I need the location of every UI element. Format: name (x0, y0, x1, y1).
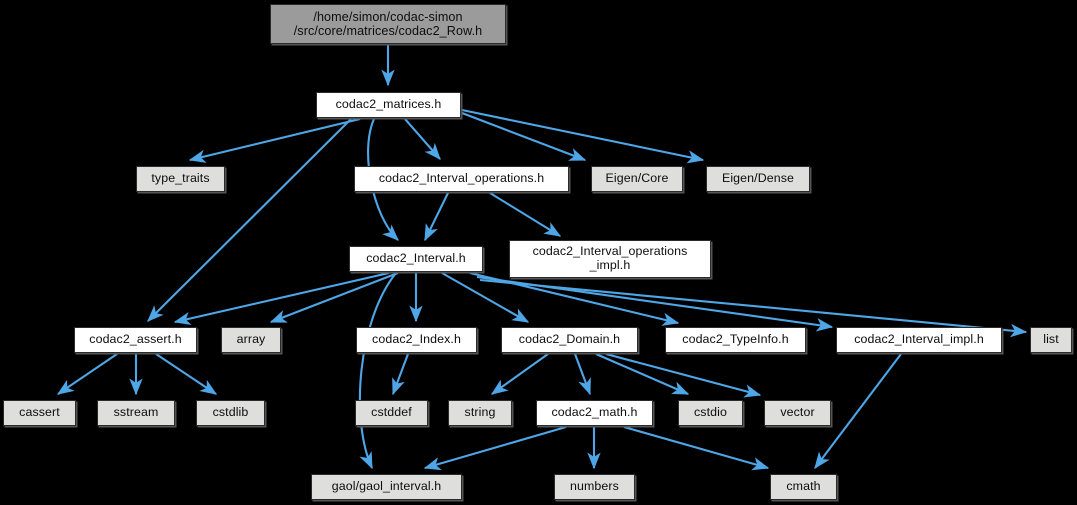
edge-interval-to-domain (441, 272, 530, 323)
node-cstdio[interactable]: cstdio (678, 400, 743, 426)
node-label: cstddef (371, 405, 412, 420)
edge-ivalimpl-to-cmath (814, 353, 902, 470)
node-cstddef[interactable]: cstddef (355, 400, 428, 426)
edge-domain-to-vector (605, 352, 762, 398)
node-label: codac2_Index.h (372, 332, 461, 347)
node-label: Eigen/Dense (721, 171, 795, 186)
edge-interval-to-gaol (358, 272, 397, 470)
node-sstream[interactable]: sstream (97, 400, 175, 426)
edge-paths (56, 45, 1028, 471)
node-label: cstdio (694, 405, 727, 420)
node-label: string (464, 405, 496, 420)
node-label: codac2_math.h (551, 405, 638, 420)
node-label: codac2_Domain.h (518, 332, 621, 347)
edge-ivalops-to-interval (424, 192, 449, 242)
node-cmath[interactable]: cmath (770, 474, 837, 500)
node-label: numbers (570, 479, 619, 494)
node-assert[interactable]: codac2_assert.h (74, 327, 197, 353)
node-eigendense[interactable]: Eigen/Dense (706, 166, 810, 192)
edge-domain-to-math (574, 353, 591, 396)
edge-math-to-cmath (623, 425, 770, 471)
edge-matrices-to-type_traits (188, 117, 361, 163)
node-vector[interactable]: vector (764, 400, 831, 426)
node-math[interactable]: codac2_math.h (536, 400, 653, 426)
node-root[interactable]: /home/simon/codac-simon /src/core/matric… (270, 4, 506, 44)
node-ivalopsimpl[interactable]: codac2_Interval_operations _impl.h (509, 240, 711, 278)
node-label: array (236, 332, 266, 347)
node-label: type_traits (151, 171, 210, 186)
node-label: cmath (786, 479, 821, 494)
node-ivalops[interactable]: codac2_Interval_operations.h (354, 166, 569, 192)
node-numbers[interactable]: numbers (554, 474, 635, 500)
edge-assert-to-cstdlib (155, 353, 218, 395)
edge-math-to-gaol (423, 425, 567, 471)
node-label: cstdlib (212, 405, 249, 420)
node-label: codac2_Interval.h (366, 251, 466, 266)
node-label: codac2_Interval_impl.h (854, 332, 984, 347)
edge-matrices-to-eigencore (461, 112, 587, 161)
node-label: cassert (19, 405, 60, 420)
node-label: codac2_TypeInfo.h (682, 332, 789, 347)
node-string[interactable]: string (448, 400, 512, 426)
edge-domain-to-cstdio (595, 353, 690, 395)
node-index[interactable]: codac2_Index.h (356, 327, 477, 353)
edge-ivalops-to-ivalopsimpl (489, 192, 562, 237)
node-domain[interactable]: codac2_Domain.h (501, 327, 638, 353)
node-label: vector (780, 405, 815, 420)
edge-interval-to-assert (173, 271, 390, 326)
node-label: gaol/gaol_interval.h (331, 479, 442, 494)
edge-assert-to-cassert (56, 353, 118, 395)
node-typeinfo[interactable]: codac2_TypeInfo.h (665, 327, 806, 353)
edge-interval-to-list (479, 278, 1028, 338)
node-matrices[interactable]: codac2_matrices.h (316, 92, 461, 118)
edge-index-to-cstddef (392, 353, 409, 396)
edge-matrices-to-eigendense (461, 108, 705, 164)
node-label: sstream (113, 405, 159, 420)
node-interval[interactable]: codac2_Interval.h (349, 246, 483, 272)
node-array[interactable]: array (221, 327, 281, 353)
node-ivalimpl[interactable]: codac2_Interval_impl.h (836, 327, 1002, 353)
node-label: Eigen/Core (605, 171, 669, 186)
node-eigencore[interactable]: Eigen/Core (591, 166, 683, 192)
node-cassert[interactable]: cassert (3, 400, 76, 426)
node-cstdlib[interactable]: cstdlib (196, 400, 265, 426)
node-label: codac2_matrices.h (335, 97, 442, 112)
node-label: codac2_Interval_operations _impl.h (532, 244, 688, 272)
node-label: list (1043, 332, 1059, 347)
node-type_traits[interactable]: type_traits (136, 166, 225, 192)
node-label: codac2_Interval_operations.h (378, 171, 545, 186)
node-label: /home/simon/codac-simon /src/core/matric… (293, 9, 483, 38)
edge-matrices-to-assert (147, 118, 352, 322)
node-gaol[interactable]: gaol/gaol_interval.h (311, 474, 462, 500)
node-label: codac2_assert.h (89, 332, 182, 347)
node-list[interactable]: list (1030, 327, 1072, 353)
edge-interval-to-array (269, 272, 399, 323)
edge-domain-to-string (490, 353, 549, 395)
edge-matrices-to-ivalops (404, 118, 441, 160)
